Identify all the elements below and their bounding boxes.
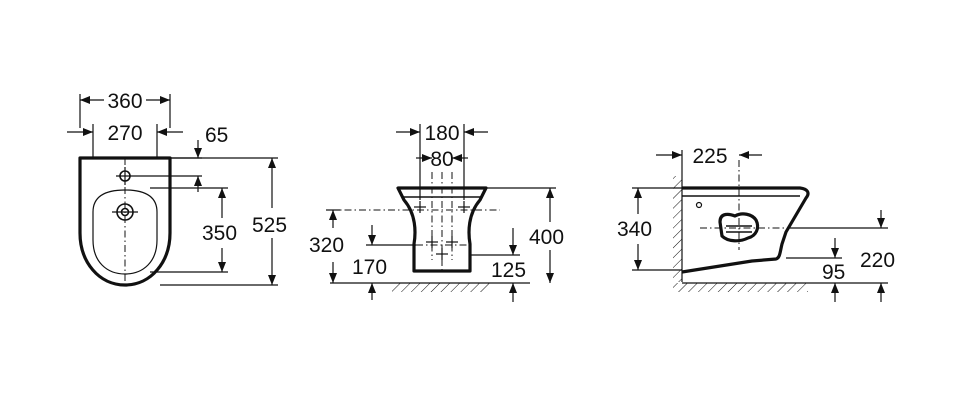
- floor-hatch-side: [673, 283, 808, 292]
- dim-height-hole: 320: [309, 234, 344, 257]
- fixing-mark-icon: [414, 201, 470, 260]
- dim-height-wall: 340: [617, 218, 652, 241]
- dim-offset-tap: 65: [205, 124, 228, 147]
- wall-hatch: [673, 176, 682, 282]
- floor-hatch: [392, 283, 490, 292]
- fixing-hole-icon: [695, 201, 703, 209]
- dim-width-outer: 360: [107, 90, 142, 113]
- outlet-icon: [718, 212, 760, 243]
- dim-height-total: 400: [529, 226, 564, 249]
- dim-height-fixing: 220: [860, 249, 895, 272]
- dim-width-inner: 270: [107, 122, 142, 145]
- bidet-front-outline: [396, 186, 488, 273]
- front-view: 180 80 320 170 125 400: [309, 122, 564, 302]
- dim-width-top: 180: [424, 122, 459, 145]
- dim-height-drain: 125: [491, 259, 526, 282]
- top-view: 360 270 65 350 525: [67, 90, 287, 287]
- bidet-bowl: [92, 189, 158, 275]
- bidet-top-outline: [78, 156, 172, 287]
- dim-height-mid: 170: [352, 256, 387, 279]
- side-view: 225 340 220 95: [617, 145, 895, 302]
- dim-length-total: 525: [252, 214, 287, 237]
- dim-length-hole: 350: [202, 222, 237, 245]
- dim-depth-drain: 225: [692, 145, 727, 168]
- bidet-side-outline: [681, 186, 810, 274]
- dim-height-outlet: 95: [822, 261, 845, 284]
- dim-width-base: 80: [430, 148, 453, 171]
